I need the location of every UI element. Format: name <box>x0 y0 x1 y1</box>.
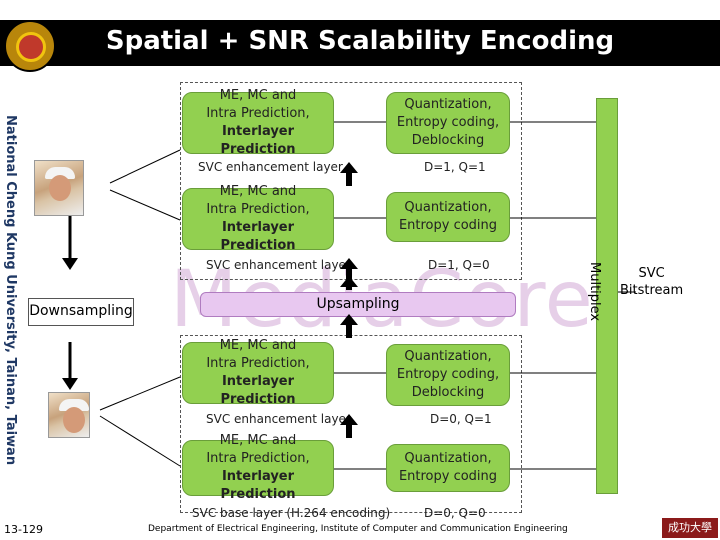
input-video-frame-small <box>48 392 90 438</box>
dq-label-2: D=1, Q=0 <box>428 258 490 272</box>
page-number: 13-129 <box>4 523 43 536</box>
footer-department: Department of Electrical Engineering, In… <box>148 524 568 534</box>
university-logo-icon: 成功大學 <box>662 518 718 538</box>
slide-title: Spatial + SNR Scalability Encoding <box>105 26 615 56</box>
downsampling-box: Downsampling <box>28 298 134 326</box>
layer-label-3: SVC enhancement layer <box>206 412 351 426</box>
quantization-box-1: Quantization,Entropy coding,Deblocking <box>386 92 510 154</box>
layer-label-1: SVC enhancement layer <box>198 160 343 174</box>
quantization-box-3: Quantization,Entropy coding,Deblocking <box>386 344 510 406</box>
layer-label-2: SVC enhancement layer <box>206 258 351 272</box>
layer-label-4: SVC base layer (H.264 encoding) <box>192 506 391 520</box>
svc-bitstream-label: SVC Bitstream <box>620 266 684 298</box>
dq-label-1: D=1, Q=1 <box>424 160 486 174</box>
quantization-box-4: Quantization,Entropy coding <box>386 444 510 492</box>
interlayer-arrow-5 <box>340 276 358 290</box>
quantization-box-2: Quantization,Entropy coding <box>386 192 510 242</box>
interlayer-arrow-4 <box>340 414 358 438</box>
dq-label-3: D=0, Q=1 <box>430 412 492 426</box>
title-bar <box>0 20 720 66</box>
multiplex-box <box>596 98 618 494</box>
input-video-frame-large <box>34 160 84 216</box>
multiplex-label: Multiplex <box>587 262 602 322</box>
university-seal-icon <box>4 20 56 72</box>
interlayer-arrow-1 <box>340 162 358 186</box>
interlayer-arrow-3 <box>340 314 358 338</box>
dq-label-4: D=0, Q=0 <box>424 506 486 520</box>
upsampling-box: Upsampling <box>200 292 516 317</box>
